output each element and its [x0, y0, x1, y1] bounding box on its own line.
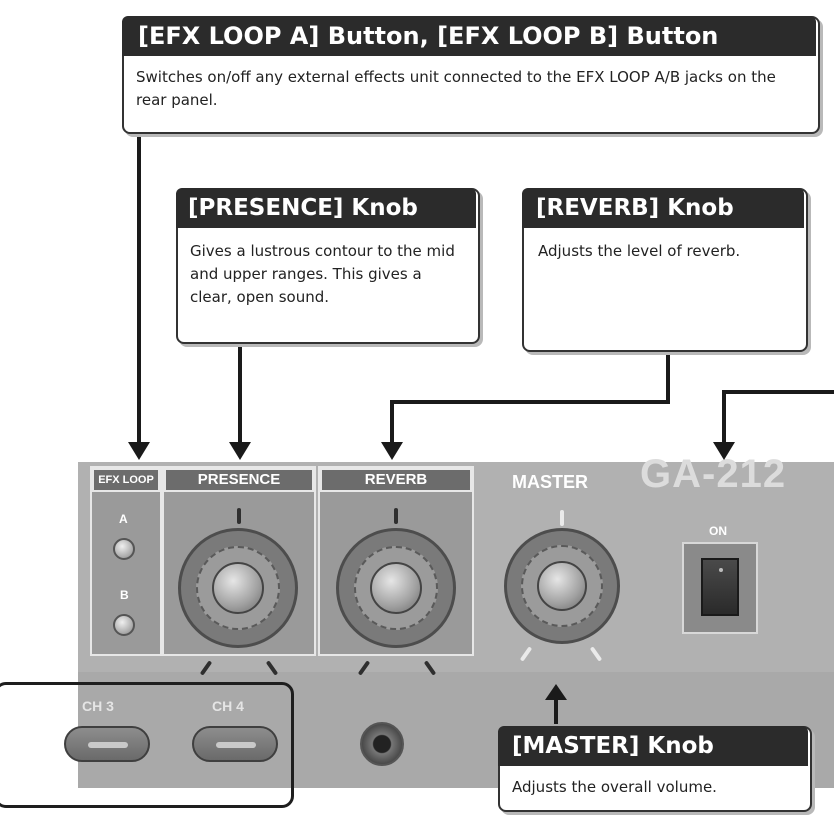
efx-arrowhead	[128, 442, 150, 460]
presence-arrowhead	[229, 442, 251, 460]
presence-callout: [PRESENCE] Knob Gives a lustrous contour…	[176, 188, 480, 344]
master-callout-title: [MASTER] Knob	[498, 726, 808, 766]
master-callout: [MASTER] Knob Adjusts the overall volume…	[498, 726, 812, 812]
efx-loop-callout: [EFX LOOP A] Button, [EFX LOOP B] Button…	[122, 16, 820, 134]
reverb-center-tick	[394, 508, 398, 524]
ch4-label: CH 4	[212, 698, 244, 714]
power-switch-label: ON	[709, 524, 727, 538]
efx-loop-label: EFX LOOP	[92, 468, 160, 492]
reverb-callout: [REVERB] Knob Adjusts the level of rever…	[522, 188, 808, 352]
presence-label: PRESENCE	[164, 468, 314, 492]
presence-callout-description: Gives a lustrous contour to the mid and …	[190, 242, 455, 306]
button-b-label: B	[120, 588, 129, 602]
ch4-button[interactable]	[192, 726, 278, 762]
reverb-knob-cap	[370, 562, 422, 614]
master-center-tick	[560, 510, 564, 526]
presence-knob-cap	[212, 562, 264, 614]
ch3-button[interactable]	[64, 726, 150, 762]
power-arrowhead	[713, 442, 735, 460]
reverb-connector-line	[390, 348, 670, 446]
master-callout-description: Adjusts the overall volume.	[512, 778, 717, 796]
input-jack[interactable]	[360, 722, 404, 766]
power-rocker	[701, 558, 739, 616]
presence-center-tick	[237, 508, 241, 524]
reverb-callout-description: Adjusts the level of reverb.	[538, 242, 741, 260]
efx-loop-a-button[interactable]	[113, 538, 135, 560]
power-switch[interactable]	[682, 542, 758, 634]
ch3-label: CH 3	[82, 698, 114, 714]
reverb-label: REVERB	[320, 468, 472, 492]
presence-callout-title: [PRESENCE] Knob	[176, 188, 476, 228]
reverb-callout-title: [REVERB] Knob	[522, 188, 804, 228]
power-indicator-dot	[719, 568, 723, 572]
channel-highlight-frame	[0, 682, 294, 808]
efx-loop-callout-title: [EFX LOOP A] Button, [EFX LOOP B] Button	[122, 16, 816, 56]
power-connector-line	[722, 390, 834, 446]
master-knob-cap	[537, 561, 587, 611]
reverb-arrowhead	[381, 442, 403, 460]
button-a-label: A	[119, 512, 128, 526]
model-name: GA-212	[640, 452, 787, 496]
efx-loop-callout-description: Switches on/off any external effects uni…	[136, 68, 776, 109]
master-arrowhead	[545, 684, 567, 700]
efx-loop-b-button[interactable]	[113, 614, 135, 636]
master-label: MASTER	[512, 472, 588, 492]
